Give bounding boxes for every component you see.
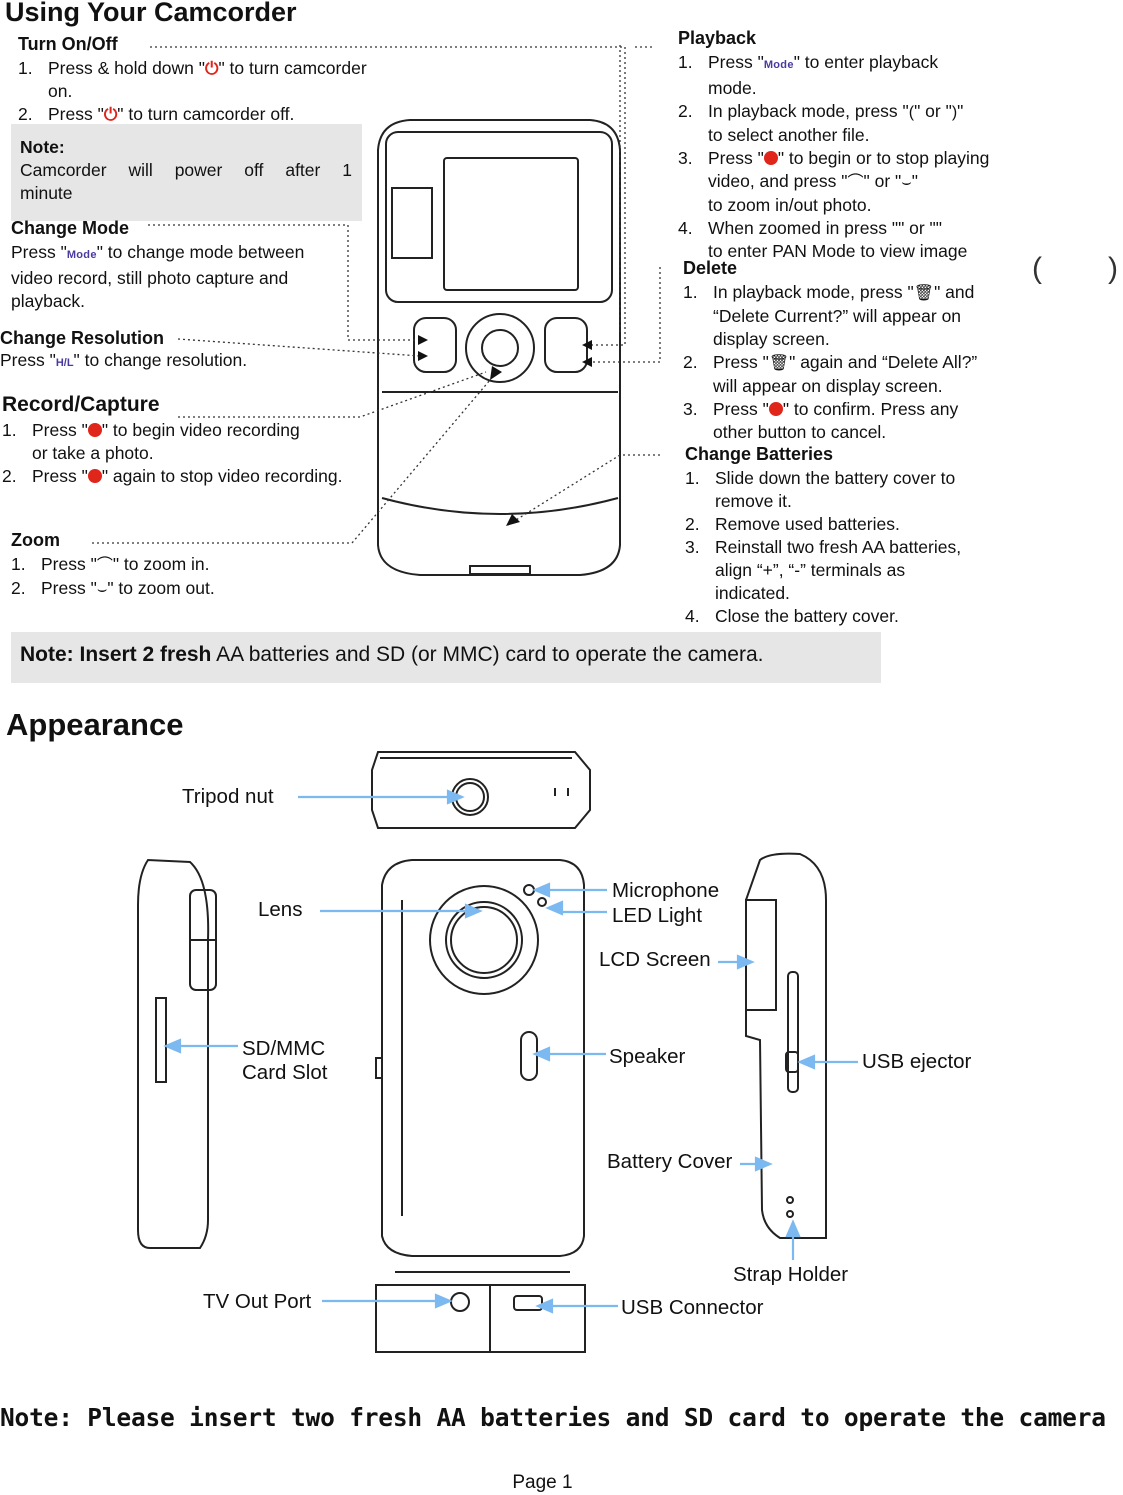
list-item: 4.Close the battery cover. bbox=[685, 606, 899, 626]
record-button-icon bbox=[87, 423, 102, 437]
change-batteries-heading: Change Batteries bbox=[685, 444, 834, 464]
trash-icon: 🗑 bbox=[768, 355, 790, 372]
power-icon: ⏻ bbox=[103, 105, 118, 124]
mode-button-icon: Mode bbox=[763, 59, 794, 71]
mode-button-icon: Mode bbox=[66, 249, 97, 261]
right-button-icon: ) bbox=[1108, 252, 1118, 285]
label-lcd-screen: LCD Screen bbox=[599, 948, 711, 971]
list-item: 2.Press "🗑" again and “Delete All?”will … bbox=[683, 352, 978, 396]
footer-note: Note: Please insert two fresh AA batteri… bbox=[0, 1403, 1106, 1432]
list-item: 1.Press & hold down "⏻" to turn camcorde… bbox=[18, 58, 367, 101]
list-item: 2.Press "" again to stop video recording… bbox=[2, 466, 343, 486]
label-strap-holder: Strap Holder bbox=[733, 1263, 849, 1286]
zoom-out-icon: ⌣ bbox=[901, 174, 912, 191]
playback-heading: Playback bbox=[678, 28, 757, 48]
label-microphone: Microphone bbox=[612, 879, 720, 902]
appearance-heading: Appearance bbox=[6, 707, 184, 742]
change-mode-section: Change Mode Press "Mode" to change mode … bbox=[11, 218, 351, 313]
label-tripod-nut: Tripod nut bbox=[182, 785, 274, 808]
note-line: minute bbox=[20, 183, 73, 203]
list-item: 2.Press "⏻" to turn camcorder off. bbox=[18, 104, 295, 124]
delete-section: Delete 1.In playback mode, press "🗑" and… bbox=[683, 258, 1013, 444]
record-capture-section: Record/Capture 1.Press "" to begin video… bbox=[2, 393, 382, 488]
record-capture-heading: Record/Capture bbox=[2, 393, 160, 416]
label-usb-ejector: USB ejector bbox=[862, 1050, 972, 1073]
note-heading: Note: bbox=[20, 137, 65, 157]
trash-icon: 🗑 bbox=[913, 285, 935, 302]
list-item: 1.Press "⌒" to zoom in. bbox=[11, 553, 311, 577]
list-item: 2.In playback mode, press "(" or ")"to s… bbox=[678, 101, 964, 145]
page-number: Page 1 bbox=[512, 1472, 573, 1493]
label-usb-connector: USB Connector bbox=[621, 1296, 764, 1319]
list-item: 1.In playback mode, press "🗑" and“Delete… bbox=[683, 282, 975, 349]
zoom-out-icon: ⌣ bbox=[96, 581, 108, 598]
playback-section: Playback 1.Press "Mode" to enter playbac… bbox=[678, 28, 1013, 263]
delete-heading: Delete bbox=[683, 258, 738, 278]
change-resolution-section: Change Resolution Press "H/L" to change … bbox=[0, 328, 300, 375]
list-item: 2.Press "⌣" to zoom out. bbox=[11, 577, 311, 601]
page-title: Using Your Camcorder bbox=[5, 0, 297, 27]
insert-batteries-note: Note: Insert 2 fresh AA batteries and SD… bbox=[11, 632, 881, 683]
label-sd-slot: SD/MMC Card Slot bbox=[242, 1037, 328, 1084]
left-button-icon: ( bbox=[1032, 252, 1042, 285]
record-button-icon bbox=[87, 469, 102, 483]
label-led-light: LED Light bbox=[612, 904, 703, 927]
list-item: 3.Reinstall two fresh AA batteries,align… bbox=[685, 537, 962, 603]
label-tv-out-port: TV Out Port bbox=[203, 1290, 312, 1313]
label-lens: Lens bbox=[258, 898, 303, 921]
zoom-section: Zoom 1.Press "⌒" to zoom in. 2.Press "⌣"… bbox=[11, 530, 311, 601]
zoom-in-icon: ⌒ bbox=[847, 174, 864, 191]
turn-on-off-heading: Turn On/Off bbox=[18, 34, 118, 54]
list-item: 2.Remove used batteries. bbox=[685, 514, 900, 534]
change-batteries-section: Change Batteries 1.Slide down the batter… bbox=[685, 444, 1015, 628]
label-speaker: Speaker bbox=[609, 1045, 686, 1068]
power-off-note: Note: Camcorder will power off after 1 m… bbox=[11, 124, 362, 221]
change-resolution-heading: Change Resolution bbox=[0, 328, 165, 348]
record-button-icon bbox=[768, 402, 783, 416]
camcorder-appearance-diagram bbox=[137, 751, 858, 1353]
list-item: 4.When zoomed in press "" or ""to enter … bbox=[678, 218, 968, 261]
left-button-icon: ( bbox=[908, 104, 915, 121]
camcorder-control-diagram bbox=[92, 45, 661, 576]
zoom-heading: Zoom bbox=[11, 530, 60, 550]
right-button-icon: ) bbox=[951, 104, 958, 121]
zoom-in-icon: ⌒ bbox=[96, 557, 113, 574]
record-button-icon bbox=[763, 151, 778, 165]
note-line: Camcorder will power off after 1 bbox=[20, 160, 352, 180]
hl-button-icon: H/L bbox=[55, 357, 74, 369]
turn-on-off-section: Turn On/Off 1.Press & hold down "⏻" to t… bbox=[18, 34, 418, 126]
label-battery-cover: Battery Cover bbox=[607, 1150, 733, 1173]
change-mode-heading: Change Mode bbox=[11, 218, 130, 238]
power-icon: ⏻ bbox=[205, 59, 219, 78]
